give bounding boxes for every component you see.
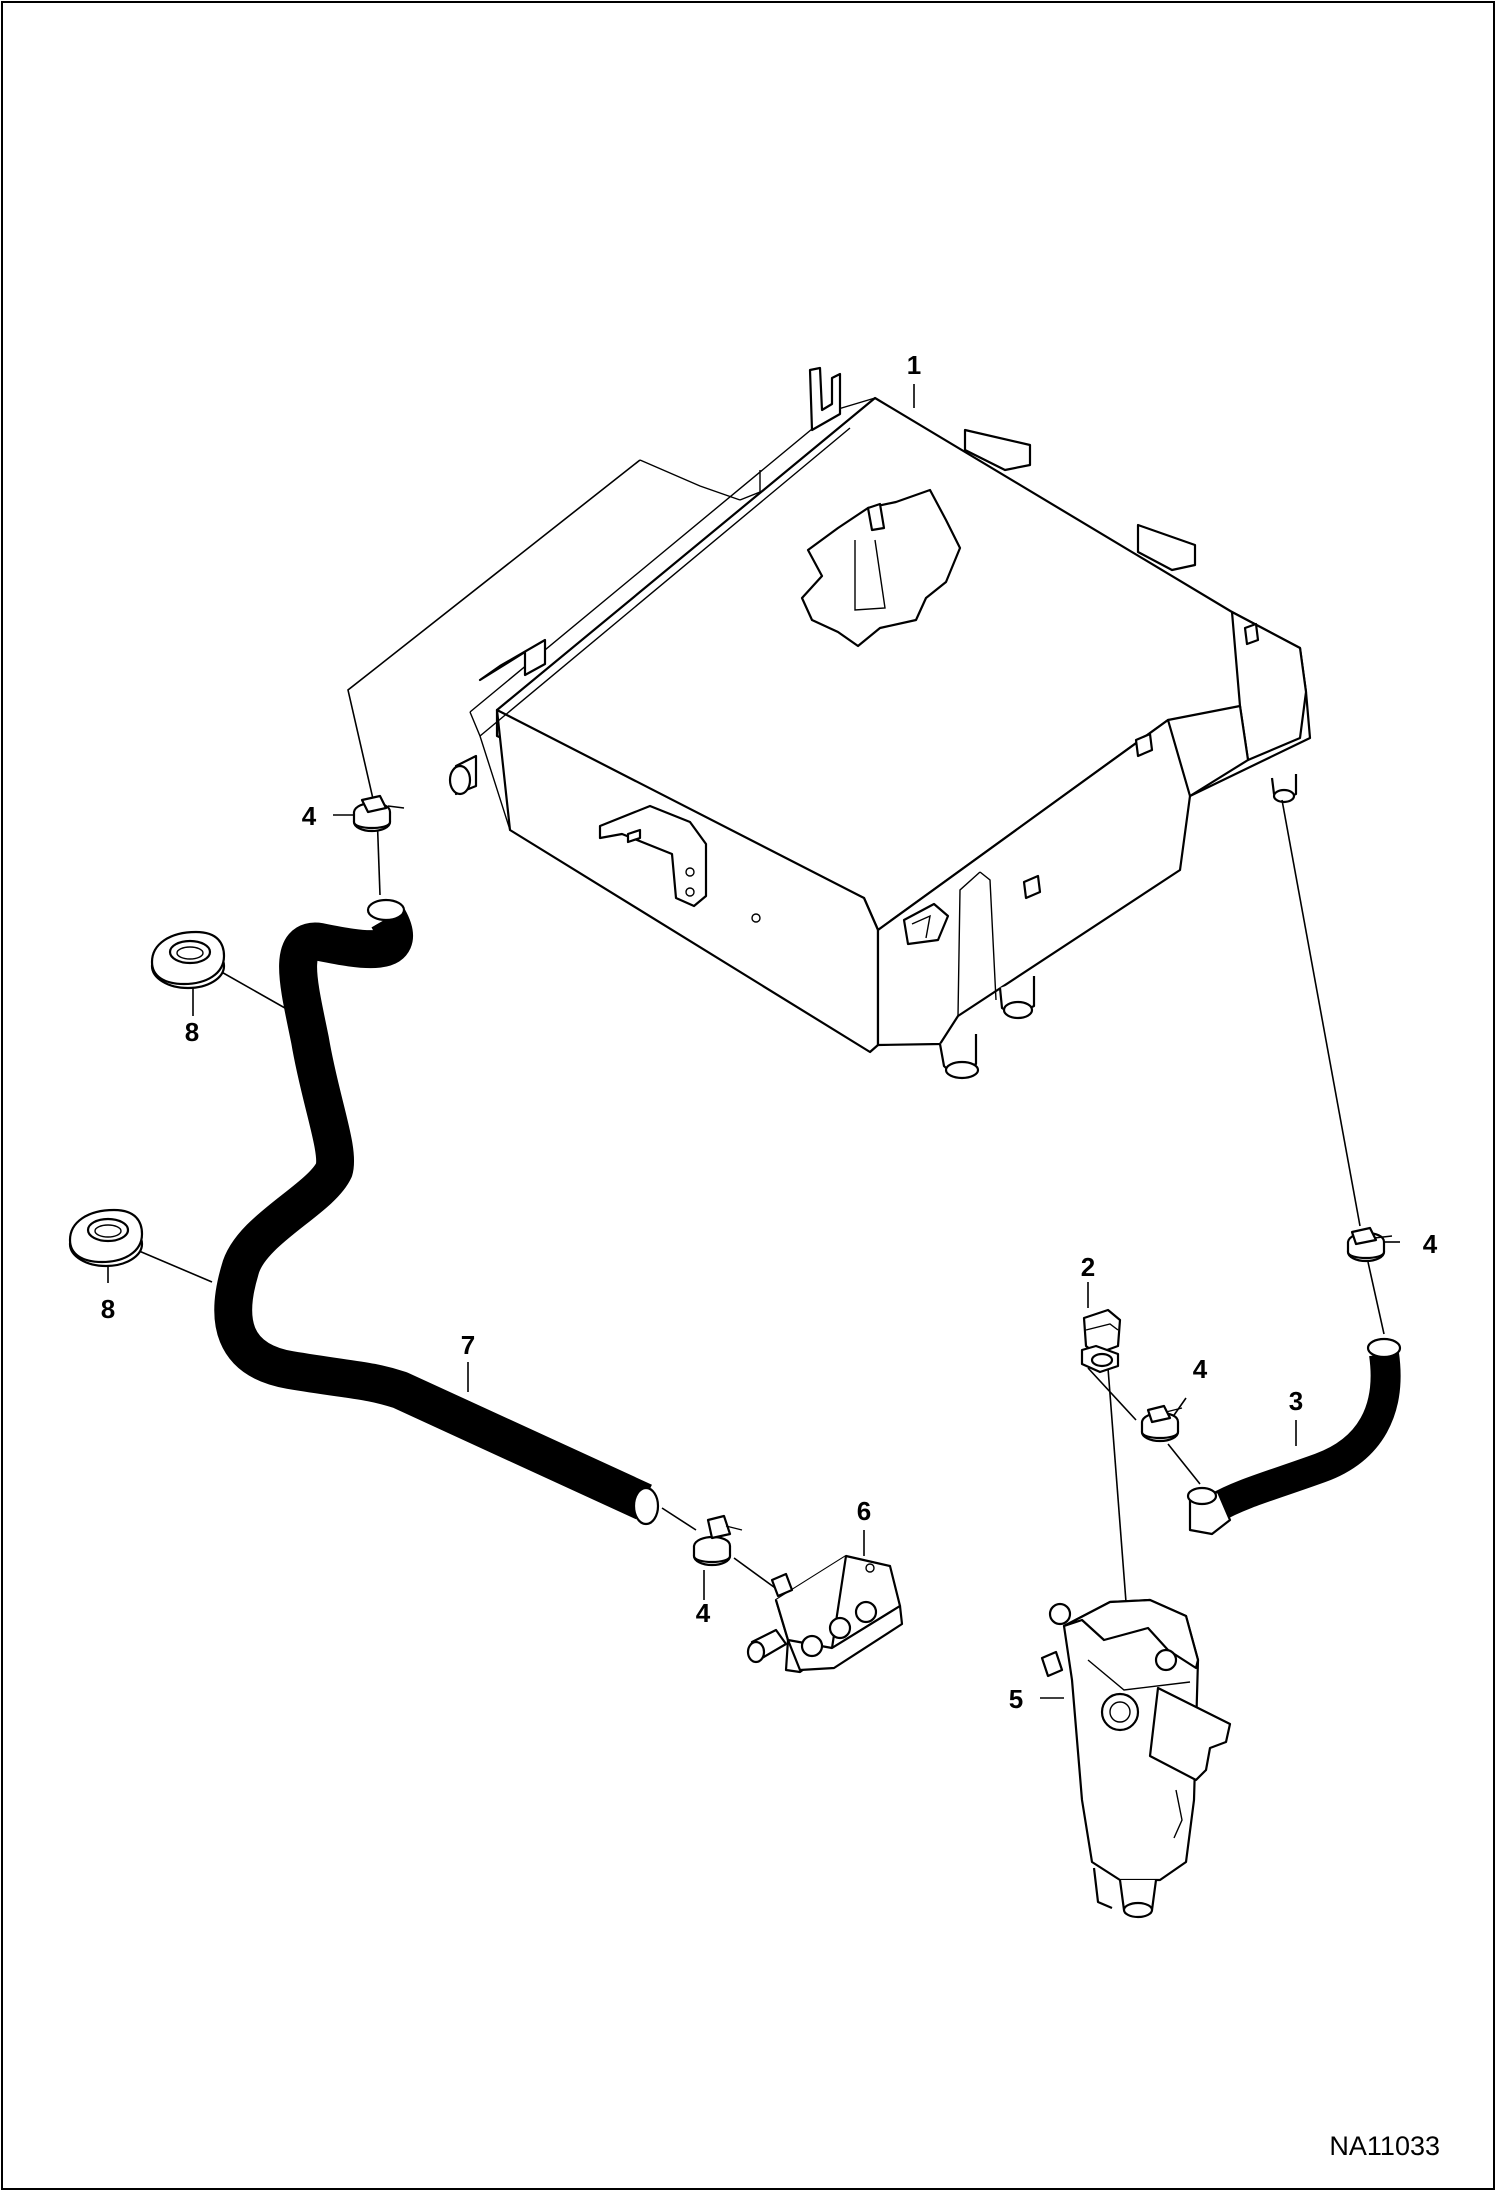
valve-block-6 [746, 1554, 904, 1674]
callout-5: 5 [1009, 1684, 1023, 1714]
callout-4-middle: 4 [1193, 1354, 1208, 1384]
callout-1: 1 [907, 350, 921, 380]
callout-7: 7 [461, 1330, 475, 1360]
hose-clamp-right [1346, 1226, 1393, 1263]
callout-2: 2 [1081, 1252, 1095, 1282]
filter-assembly-5 [1040, 1598, 1232, 1919]
callout-6: 6 [857, 1496, 871, 1526]
hose-7 [214, 898, 660, 1526]
hose-3 [1186, 1337, 1402, 1536]
hose-clamp-lower-left [692, 1514, 743, 1567]
callout-3: 3 [1289, 1386, 1303, 1416]
callout-8-upper: 8 [185, 1017, 199, 1047]
callout-4-upper-left: 4 [302, 801, 317, 831]
figure-code: NA11033 [1329, 2131, 1440, 2161]
leader-lines [107, 384, 1400, 1699]
callout-8-lower: 8 [101, 1294, 115, 1324]
fitting-2 [1080, 1308, 1122, 1374]
hose-clamp-upper-left [352, 794, 405, 833]
callout-labels: 1 2 3 4 4 4 4 5 6 7 8 8 [101, 350, 1438, 1714]
callout-4-right: 4 [1423, 1229, 1438, 1259]
radiator-assembly [448, 366, 1312, 1080]
grommet-lower [68, 1208, 144, 1268]
hose-clamp-middle [1140, 1404, 1183, 1443]
callout-4-lower-left: 4 [696, 1598, 711, 1628]
grommet-upper [150, 930, 226, 990]
